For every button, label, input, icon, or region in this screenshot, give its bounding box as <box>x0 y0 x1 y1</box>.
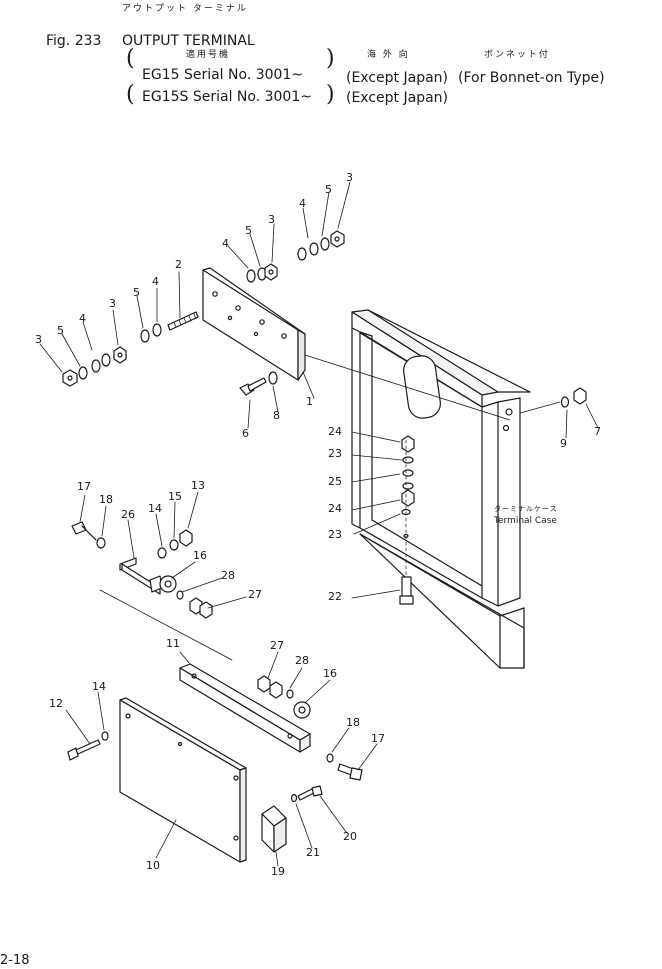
cover-plate <box>119 697 247 863</box>
terminal-case <box>351 309 531 669</box>
hardware-upper-right <box>246 230 345 283</box>
open-paren: ( <box>126 82 135 107</box>
callout-9: 9 <box>560 437 567 450</box>
callout-3: 3 <box>268 213 275 226</box>
callout-4: 4 <box>222 237 229 250</box>
mounting-rail <box>179 663 311 753</box>
callout-27: 27 <box>248 588 262 601</box>
callout-1: 1 <box>306 395 313 408</box>
callout-24: 24 <box>328 502 342 515</box>
callout-15: 15 <box>168 490 182 503</box>
side-nut-washer <box>519 387 587 414</box>
cover-bolt <box>67 731 109 761</box>
callout-21: 21 <box>306 846 320 859</box>
callout-22: 22 <box>328 590 342 603</box>
models-japanese: 適用号機 <box>186 50 231 60</box>
callout-12: 12 <box>49 697 63 710</box>
callout-2: 2 <box>175 258 182 271</box>
close-paren: ) <box>326 82 335 107</box>
title-japanese: アウトプット ターミナル <box>122 4 248 14</box>
close-paren: ) <box>326 46 335 71</box>
callout-7: 7 <box>594 425 601 438</box>
callout-18: 18 <box>346 716 360 729</box>
callout-17: 17 <box>371 732 385 745</box>
bolt-and-washer <box>239 371 278 396</box>
note-bonnet-type: (For Bonnet-on Type) <box>458 70 605 86</box>
callout-4: 4 <box>299 197 306 210</box>
callout-19: 19 <box>271 865 285 878</box>
stud-bolt <box>167 311 199 331</box>
callout-25: 25 <box>328 475 342 488</box>
note-except-japan-1: (Except Japan) <box>346 70 448 86</box>
bonnet-japanese: ボンネット付 <box>484 50 550 60</box>
callout-28: 28 <box>295 654 309 667</box>
rail-bolt <box>326 753 363 781</box>
callout-14: 14 <box>92 680 106 693</box>
callout-5: 5 <box>133 286 140 299</box>
callout-20: 20 <box>343 830 357 843</box>
callout-18: 18 <box>99 493 113 506</box>
callout-5: 5 <box>245 224 252 237</box>
export-japanese: 海 外 向 <box>367 50 410 60</box>
callout-3: 3 <box>35 333 42 346</box>
note-except-japan-2: (Except Japan) <box>346 90 448 106</box>
callout-27: 27 <box>270 639 284 652</box>
callout-5: 5 <box>325 183 332 196</box>
figure-number: Fig. 233 <box>46 33 102 49</box>
callout-11: 11 <box>166 637 180 650</box>
model-line-1: EG15 Serial No. 3001~ <box>142 67 304 83</box>
callout-17: 17 <box>77 480 91 493</box>
callout-4: 4 <box>79 312 86 325</box>
model-line-2: EG15S Serial No. 3001~ <box>142 89 312 105</box>
callout-3: 3 <box>109 297 116 310</box>
callout-13: 13 <box>191 479 205 492</box>
terminal-case-label-japanese: ターミナルケース <box>494 505 558 513</box>
callout-23: 23 <box>328 528 342 541</box>
callout-10: 10 <box>146 859 160 872</box>
figure-title: OUTPUT TERMINAL <box>122 33 255 49</box>
callout-23: 23 <box>328 447 342 460</box>
clip-assembly <box>261 785 323 853</box>
callout-4: 4 <box>152 275 159 288</box>
callout-8: 8 <box>273 409 280 422</box>
callout-28: 28 <box>221 569 235 582</box>
callout-16: 16 <box>193 549 207 562</box>
callout-24: 24 <box>328 425 342 438</box>
callout-5: 5 <box>57 324 64 337</box>
terminal-plate <box>202 267 511 421</box>
callout-26: 26 <box>121 508 135 521</box>
center-fastener-stack <box>399 435 415 605</box>
open-paren: ( <box>126 46 135 71</box>
rail-hardware <box>257 675 311 719</box>
bracket-assembly-middle <box>71 521 233 661</box>
terminal-case-label: Terminal Case <box>494 516 557 526</box>
page-number: 2-18 <box>0 953 30 968</box>
leader-lines <box>39 181 599 867</box>
callout-14: 14 <box>148 502 162 515</box>
callout-6: 6 <box>242 427 249 440</box>
callout-3: 3 <box>346 171 353 184</box>
hardware-upper-left <box>62 323 162 387</box>
callout-16: 16 <box>323 667 337 680</box>
